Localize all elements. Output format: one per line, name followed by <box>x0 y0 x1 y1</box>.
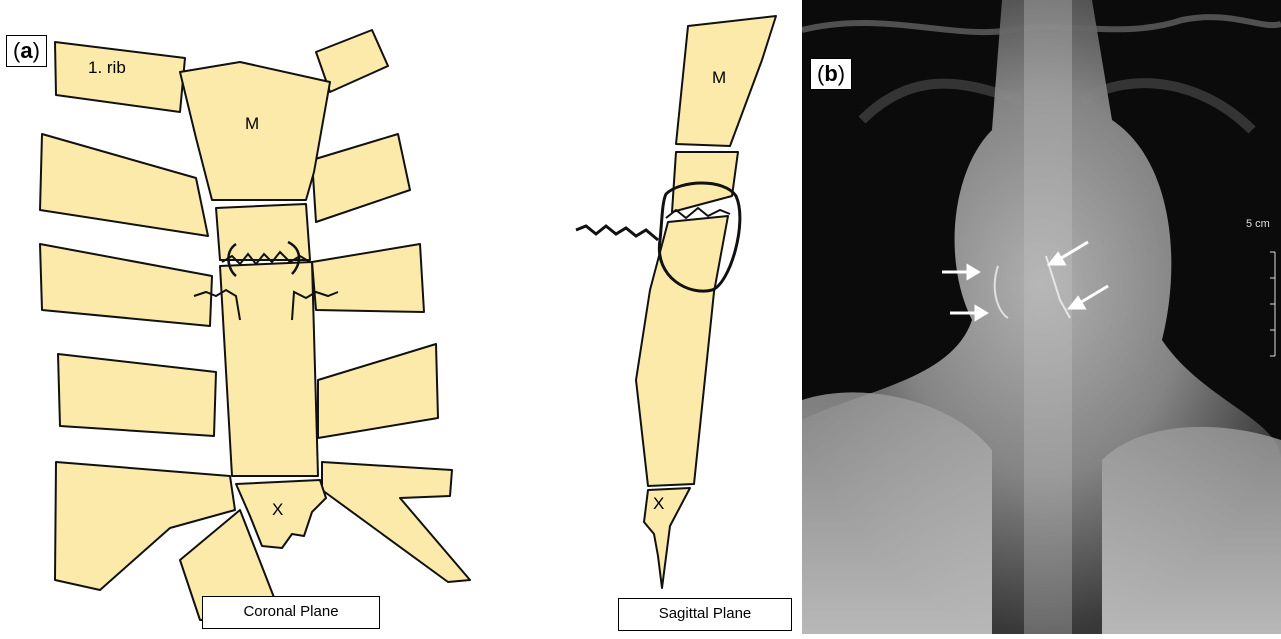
scale-text: 5 cm <box>1246 218 1270 230</box>
panel-b-xray: (b) 5 cm <box>802 0 1281 634</box>
coronal-plane-caption: Coronal Plane <box>202 596 380 629</box>
label-letter: a <box>20 38 32 63</box>
sagittal-lower-body <box>636 216 728 486</box>
wire-tail <box>576 226 658 240</box>
right-rib-2 <box>312 134 410 222</box>
left-rib-4 <box>58 354 216 436</box>
coronal-xiphoid-label: X <box>272 500 283 520</box>
spine-shadow <box>1024 0 1072 634</box>
right-rib-3 <box>312 244 424 312</box>
xray-image <box>802 0 1281 634</box>
coronal-manubrium-label: M <box>245 114 259 134</box>
right-diaphragm <box>1102 427 1281 634</box>
label-paren-close: ) <box>33 38 40 63</box>
sagittal-manubrium-label: M <box>712 68 726 88</box>
left-rib-2 <box>40 134 208 236</box>
rib-label: 1. rib <box>88 58 126 78</box>
sagittal-plane-caption: Sagittal Plane <box>618 598 792 631</box>
sagittal-xiphoid <box>644 488 690 588</box>
sternum-illustration <box>0 0 802 634</box>
left-diaphragm <box>802 392 992 634</box>
label-letter: b <box>824 61 837 86</box>
right-rib-5 <box>322 462 470 582</box>
label-paren-close: ) <box>838 61 845 86</box>
panel-a-illustration: (a) 1. rib M X M X Coronal Plane Sagitta… <box>0 0 802 634</box>
left-rib-3 <box>40 244 212 326</box>
right-rib-4 <box>318 344 438 438</box>
panel-b-label: (b) <box>810 58 852 90</box>
panel-a-label: (a) <box>6 35 47 67</box>
sagittal-xiphoid-label: X <box>653 494 664 514</box>
